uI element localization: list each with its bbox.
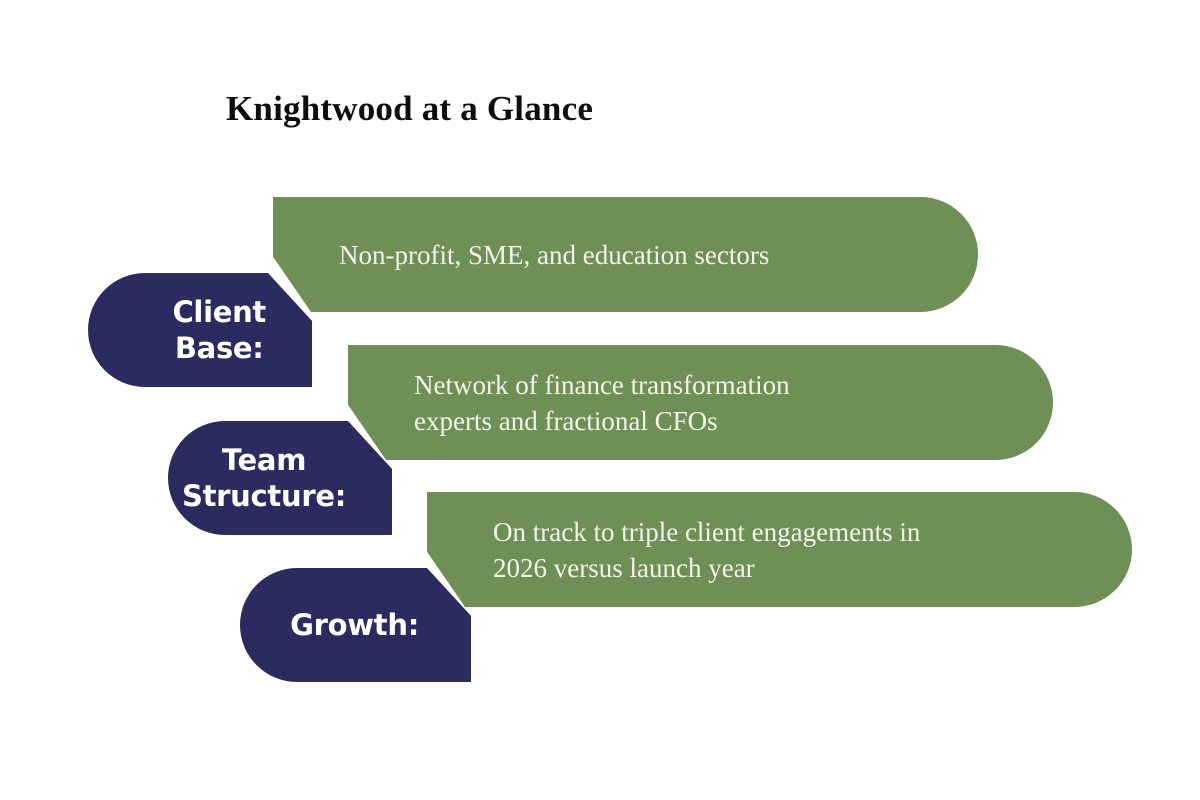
label-text: Client Base: bbox=[172, 295, 266, 365]
banner-growth[interactable]: On track to triple client engagements in… bbox=[427, 492, 1132, 607]
banner-team-structure[interactable]: Network of finance transformation expert… bbox=[348, 345, 1053, 460]
label-text: Team Structure: bbox=[182, 443, 346, 513]
label-text: Growth: bbox=[290, 608, 419, 642]
banner-text: On track to triple client engagements in… bbox=[493, 516, 921, 583]
banner-text: Non-profit, SME, and education sectors bbox=[339, 239, 770, 270]
label-growth[interactable]: Growth: bbox=[240, 568, 471, 682]
page-title: Knightwood at a Glance bbox=[226, 89, 594, 128]
banner-client-base[interactable]: Non-profit, SME, and education sectors bbox=[273, 197, 978, 312]
label-team-structure[interactable]: Team Structure: bbox=[168, 421, 392, 535]
banner-text: Network of finance transformation expert… bbox=[414, 369, 790, 436]
label-client-base[interactable]: Client Base: bbox=[88, 273, 312, 387]
